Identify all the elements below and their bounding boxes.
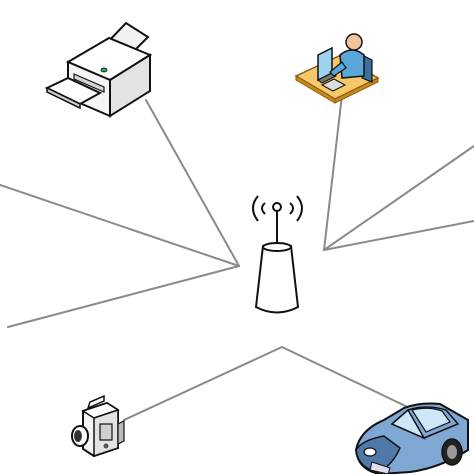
link-workstation (323, 94, 343, 251)
link-right-upper (323, 145, 474, 251)
link-printer (145, 99, 240, 267)
video-camera-icon (71, 394, 125, 458)
signal-waves-icon (252, 195, 303, 222)
connection-lines (0, 94, 474, 421)
link-left-lower (7, 265, 240, 328)
link-left-upper (0, 184, 240, 267)
user-at-desk-icon (294, 33, 380, 104)
access-point-body (254, 242, 300, 314)
antenna-tip (272, 202, 282, 212)
car-icon (354, 402, 469, 474)
printer-icon (44, 21, 153, 118)
link-right-lower (323, 220, 474, 251)
wireless-access-point-icon (252, 195, 303, 314)
link-camcorder-car (123, 345, 419, 421)
printer-status-light (100, 67, 108, 73)
